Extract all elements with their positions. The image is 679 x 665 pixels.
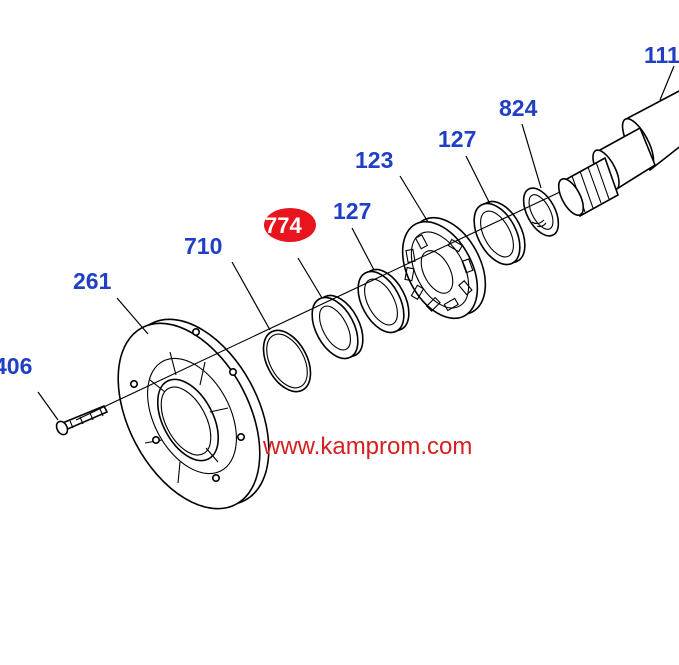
- callout-774: 774: [265, 213, 302, 238]
- callout-406: 406: [0, 353, 32, 379]
- callout-127-left: 127: [333, 198, 371, 224]
- callout-127-right: 127: [438, 126, 476, 152]
- seal-ring-right-part: [473, 200, 526, 266]
- callout-824: 824: [499, 95, 538, 121]
- callout-774-highlight: 774: [264, 208, 316, 242]
- callout-261: 261: [73, 268, 112, 294]
- center-axis-line: [75, 191, 561, 421]
- seal-ring-left-part: [357, 268, 410, 334]
- o-ring-part: [262, 329, 312, 393]
- watermark-text: www.kamprom.com: [262, 433, 472, 460]
- snap-ring-part: [522, 187, 560, 237]
- bolt-part: [55, 404, 109, 436]
- oil-seal-part: [311, 294, 364, 360]
- cover-flange-part: [117, 318, 270, 510]
- callout-111: 111: [644, 42, 679, 68]
- roller-bearing-part: [401, 216, 487, 320]
- callout-123: 123: [355, 147, 393, 173]
- shaft-part: [557, 90, 679, 218]
- callout-710: 710: [184, 233, 222, 259]
- leader-lines: [37, 65, 675, 421]
